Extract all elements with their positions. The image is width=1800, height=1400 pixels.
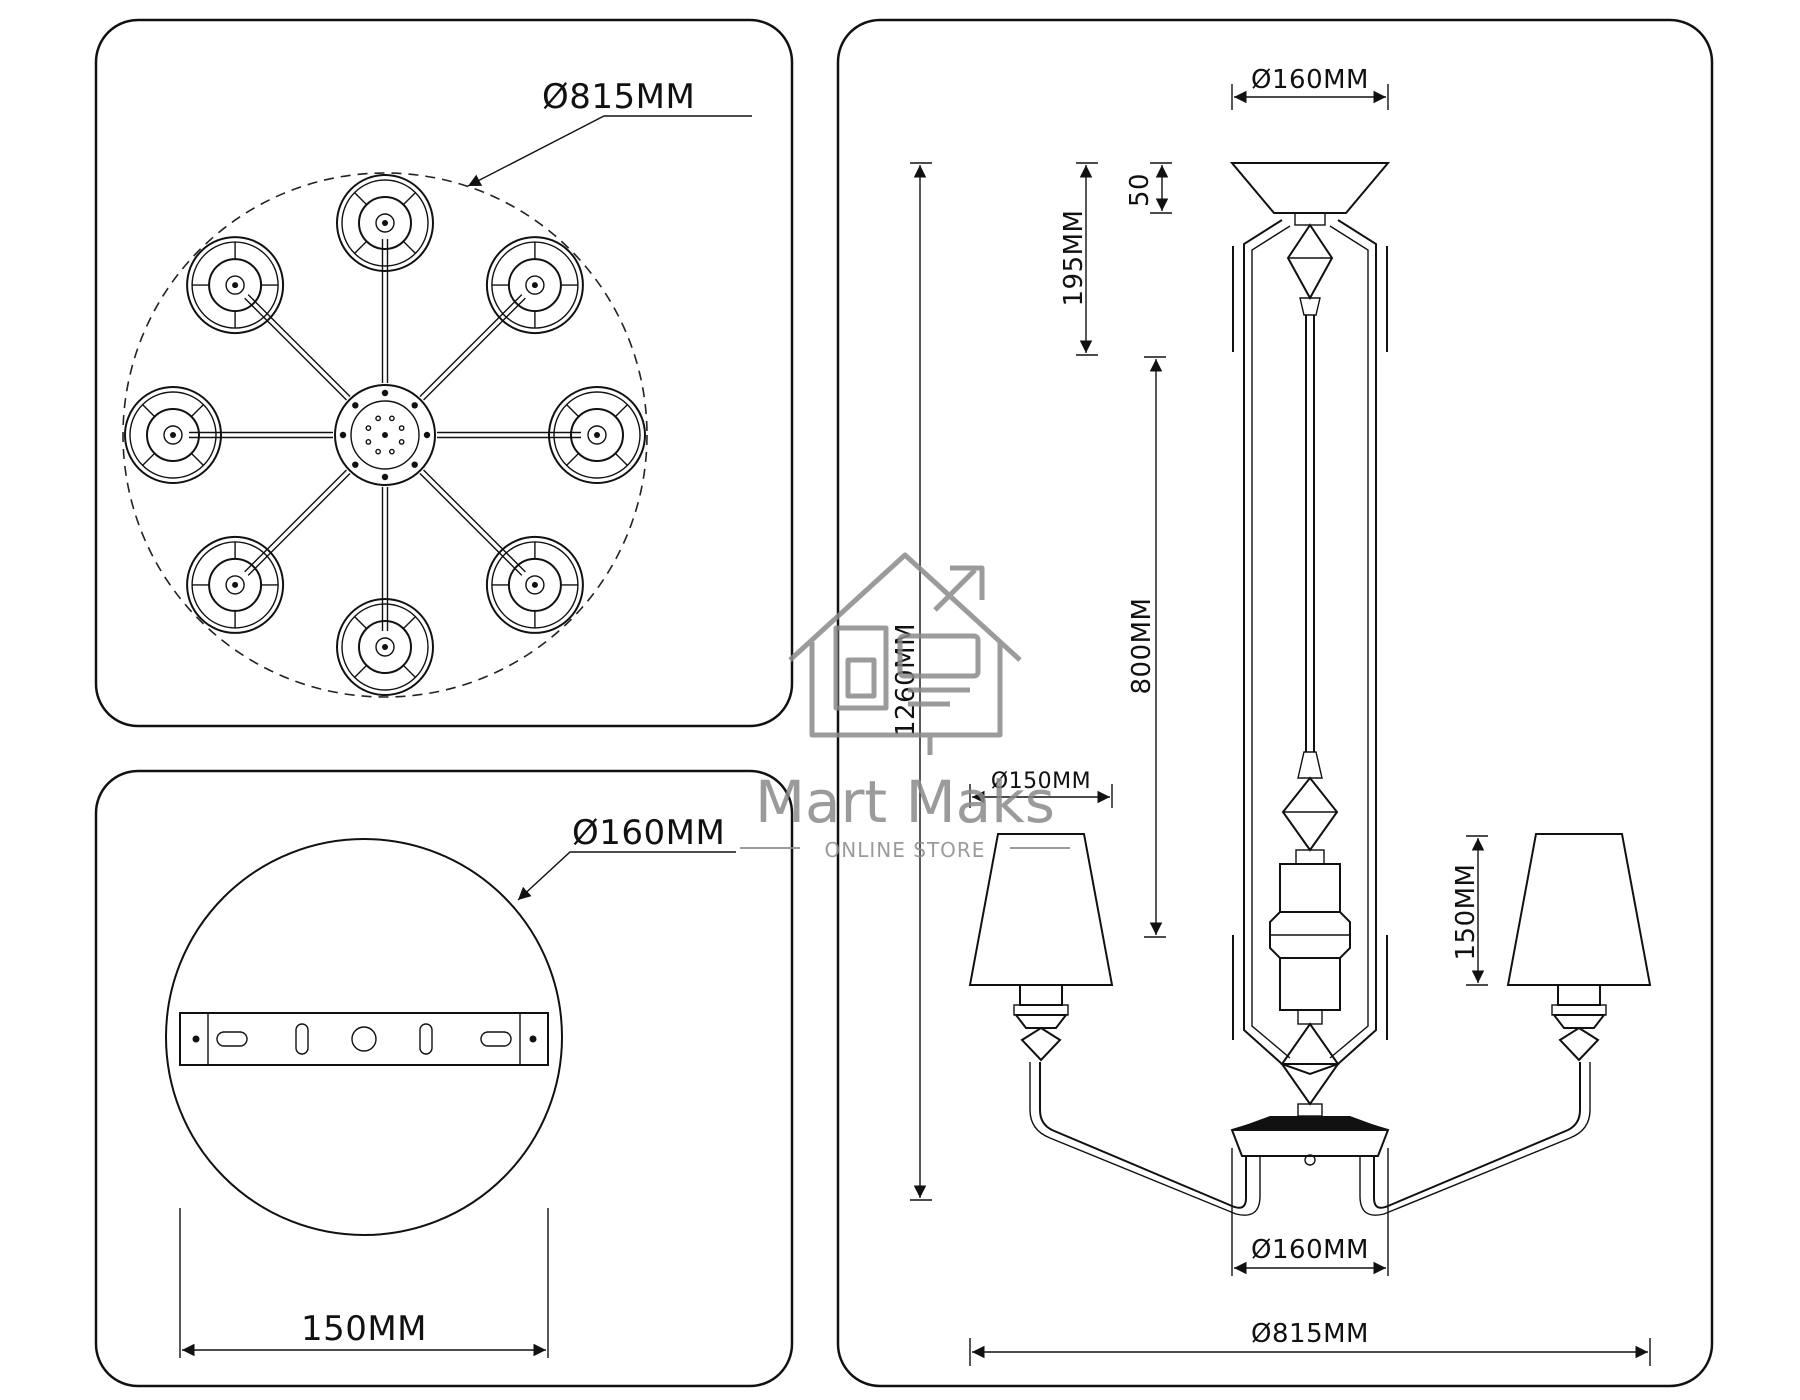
shade-right	[1506, 833, 1652, 986]
outer-diameter-circle	[122, 172, 648, 698]
top-view-arm	[244, 469, 351, 576]
watermark-tagline: ONLINE STORE	[825, 838, 986, 862]
bracket-slot-inner-left	[295, 1023, 309, 1055]
middle-height-label: 800MM	[1127, 598, 1157, 695]
top-view-shade	[548, 386, 646, 484]
bottom-hub-diameter-label: Ø160MM	[1251, 1235, 1369, 1265]
arm-right	[1373, 1062, 1581, 1209]
mount-plate-panel	[94, 769, 794, 1388]
top-view-shade	[124, 386, 222, 484]
lower-crystal	[1280, 1022, 1340, 1076]
top-view-shade	[186, 236, 285, 335]
top-view-leader	[467, 115, 752, 187]
frame-left	[1243, 219, 1283, 1065]
top-view-shade	[336, 174, 434, 272]
arm-left	[1039, 1062, 1247, 1209]
top-view-shade	[186, 535, 285, 634]
top-view-shade	[336, 598, 434, 696]
bracket-length-label: 150MM	[301, 1309, 427, 1349]
top-view-drawing: Ø815MM	[122, 77, 752, 698]
central-hub	[334, 384, 436, 486]
top-view-shade	[485, 236, 584, 335]
top-view-arm	[437, 431, 581, 439]
top-view-arm	[419, 294, 526, 401]
bracket-slot-inner-right	[419, 1023, 433, 1055]
top-view-diameter-label: Ø815MM	[542, 77, 695, 117]
shade-diameter-label: Ø150MM	[991, 769, 1091, 794]
shade-left	[968, 833, 1114, 986]
total-height-label: 1260MM	[891, 623, 921, 737]
house-logo-icon	[788, 552, 1022, 755]
holder-crystal-left	[1020, 1026, 1062, 1062]
upper-height-label: 195MM	[1059, 210, 1089, 307]
watermark: Mart Maks ONLINE STORE	[740, 552, 1070, 862]
bottom-hub-top	[1232, 1116, 1388, 1130]
top-view-arm	[381, 487, 389, 631]
mount-plate-diameter-label: Ø160MM	[572, 813, 725, 853]
mount-plate-circle	[165, 838, 563, 1236]
mount-plate-drawing: Ø160MM 150MM	[165, 813, 736, 1358]
mounting-bracket	[179, 1012, 549, 1066]
top-view-arm	[419, 469, 526, 576]
holder-crystal-right	[1558, 1026, 1600, 1062]
watermark-brand: Mart Maks	[755, 768, 1055, 836]
mount-plate-leader	[517, 851, 736, 901]
side-view-drawing: Ø160MM 50 195MM 800MM 1260MM Ø150MM 150M…	[891, 65, 1652, 1366]
canopy-height-label: 50	[1125, 173, 1155, 207]
ceiling-canopy	[1229, 162, 1391, 214]
shade-height-label: 150MM	[1451, 864, 1481, 961]
top-view-arm	[189, 431, 333, 439]
canopy-diameter-label: Ø160MM	[1251, 65, 1369, 95]
central-hub-inner	[350, 400, 420, 470]
top-view-arm	[381, 239, 389, 383]
top-view-arm	[244, 294, 351, 401]
overall-width-label: Ø815MM	[1251, 1319, 1369, 1349]
top-view-shade	[485, 535, 584, 634]
bracket-center-hole	[351, 1026, 377, 1052]
bracket-slot-right	[480, 1031, 512, 1047]
frame-right	[1337, 219, 1377, 1065]
bracket-slot-left	[216, 1031, 248, 1047]
